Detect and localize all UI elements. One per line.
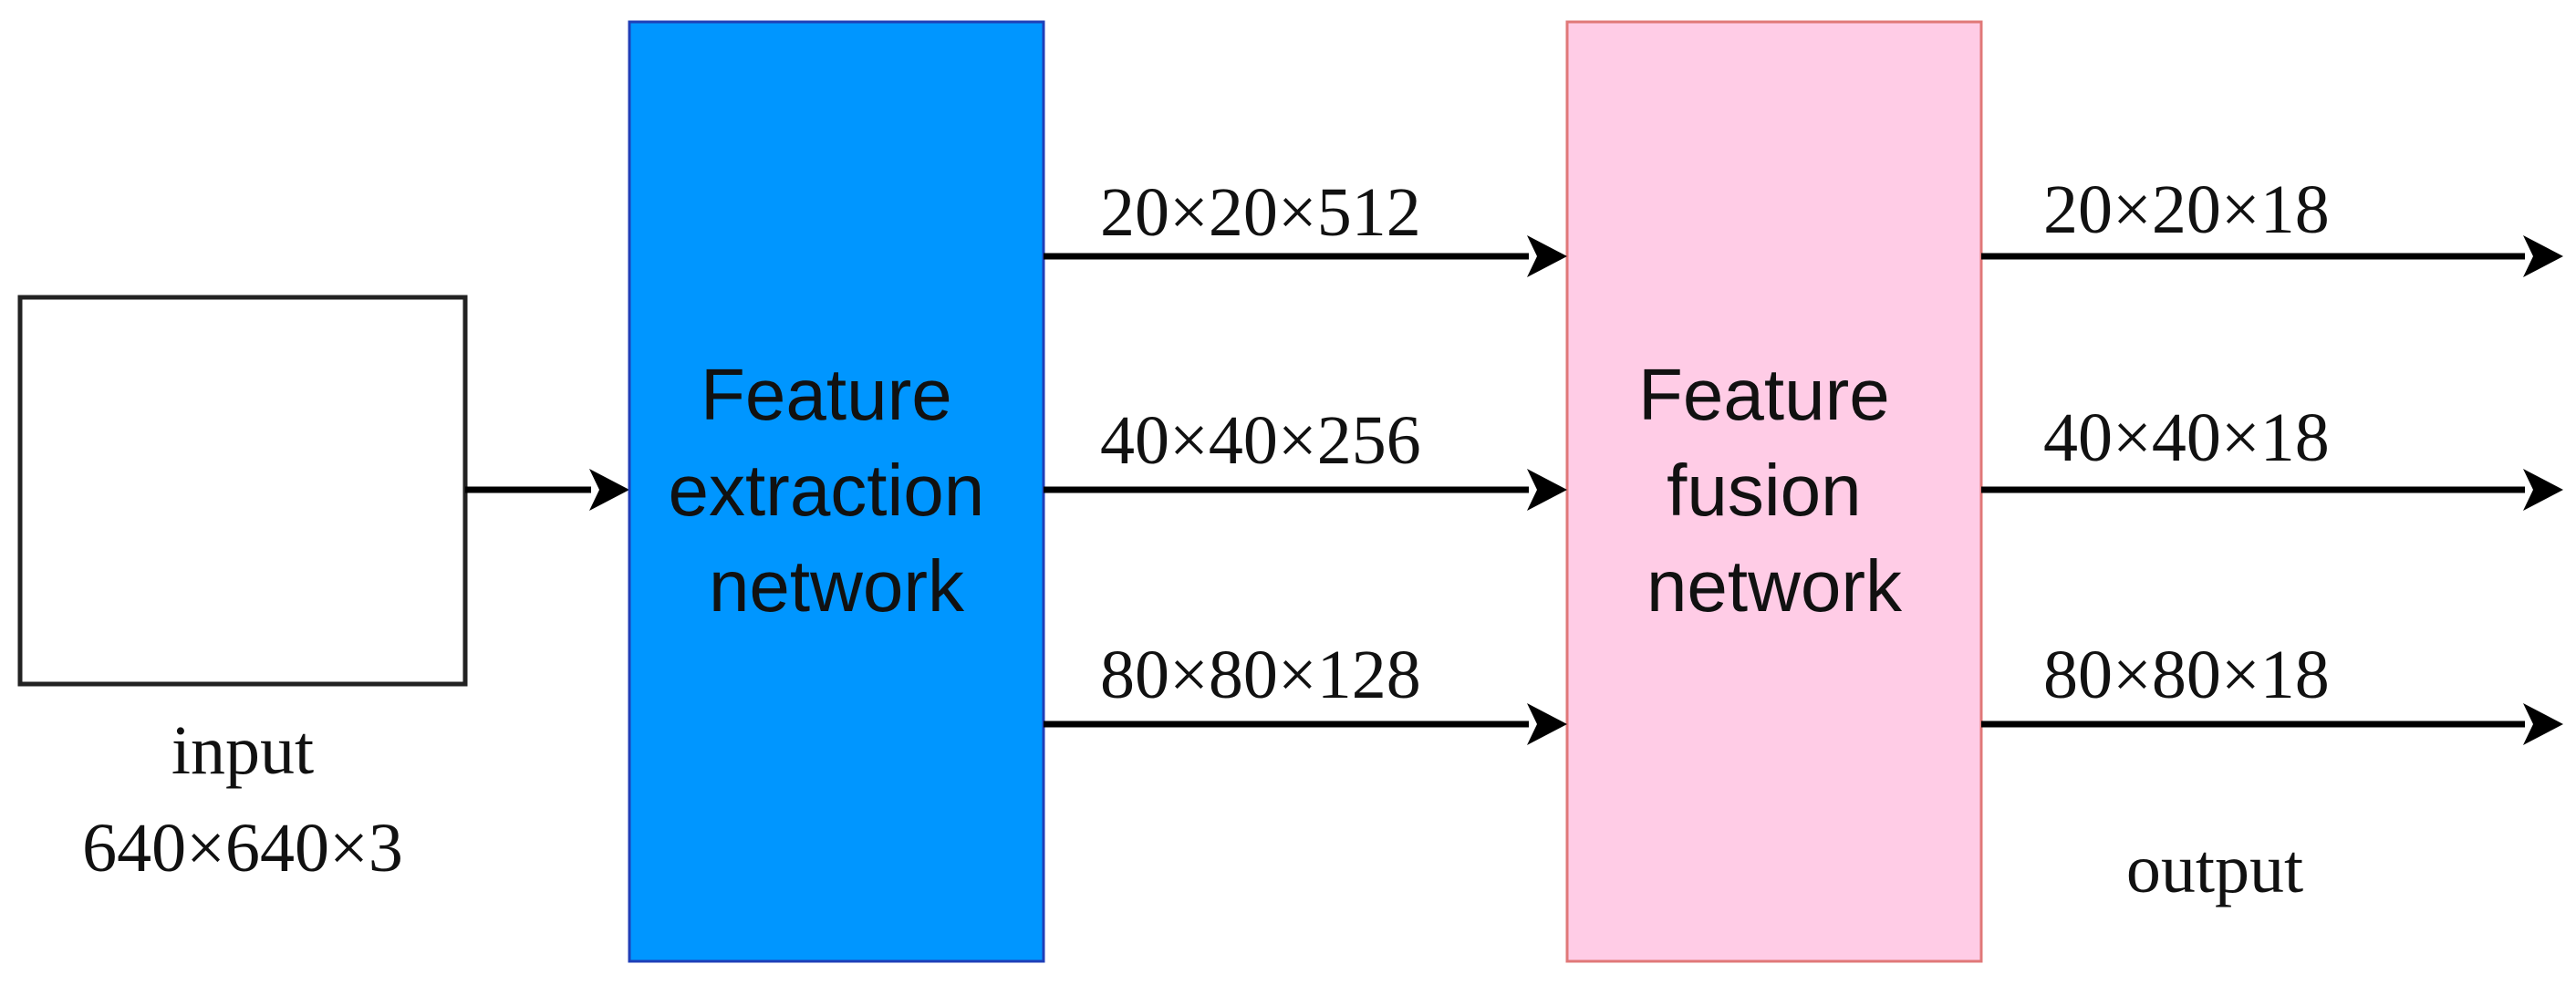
feature-arrow-40	[1044, 469, 1567, 511]
output-label-40: 40×40×18	[2043, 399, 2330, 476]
output-arrow-20	[1981, 235, 2563, 277]
input-to-extraction-arrow	[465, 469, 629, 511]
output-label-80: 80×80×18	[2043, 637, 2330, 713]
feature-fusion-network-box	[1565, 20, 1983, 963]
feature-extraction-network-box	[628, 20, 1045, 963]
feature-arrow-20	[1044, 235, 1567, 277]
feature-label-20: 20×20×512	[1100, 174, 1421, 251]
feature-label-80: 80×80×128	[1100, 637, 1421, 713]
feature-label-40: 40×40×256	[1100, 402, 1421, 479]
feature-arrow-80	[1044, 703, 1567, 745]
output-caption: output	[2126, 831, 2303, 907]
output-arrow-40	[1981, 469, 2563, 511]
output-label-20: 20×20×18	[2043, 171, 2330, 248]
input-size-label: 640×640×3	[82, 810, 403, 886]
feature-fusion-network-label: Feature fusion network	[1638, 354, 1910, 627]
output-arrow-80	[1981, 703, 2563, 745]
feature-extraction-network-label: Feature extraction network	[668, 354, 1004, 627]
input-label: input	[171, 712, 314, 789]
input-image-box	[17, 295, 468, 687]
